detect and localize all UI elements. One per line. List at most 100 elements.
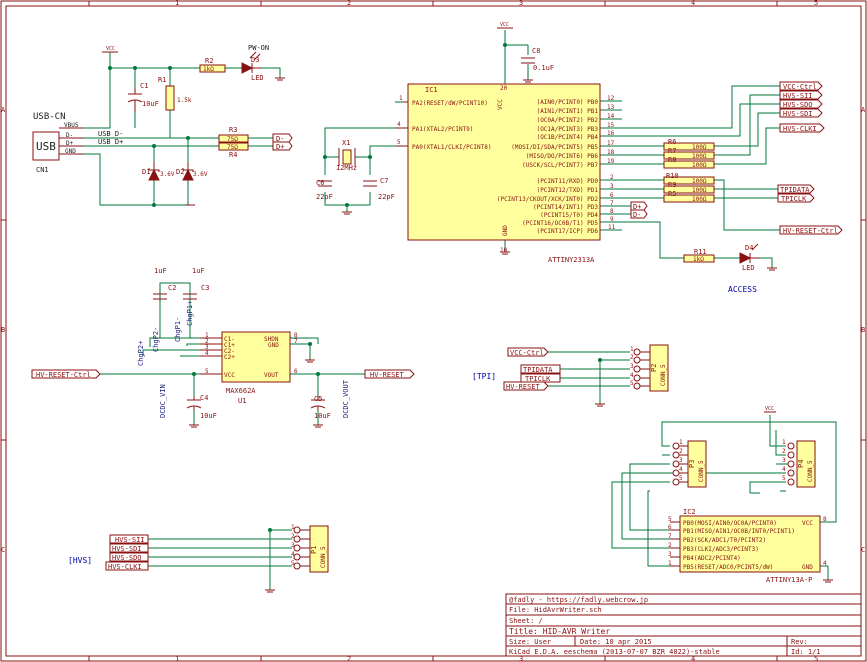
u1-num-3: 3 — [205, 344, 209, 351]
tb-author: @fadly - https://fadly.webcrow.jp — [509, 596, 648, 604]
r5-value: 100Ω — [692, 196, 707, 203]
p1-num-1: 1 — [291, 524, 295, 531]
r8-value: 100Ω — [692, 162, 707, 169]
u1-body — [221, 331, 291, 383]
gl-d-plus: D+ — [276, 143, 284, 151]
d3-ref: D3 — [251, 56, 259, 64]
p4-num-2: 2 — [782, 448, 786, 455]
ic2-num-2: 2 — [668, 542, 672, 549]
ic1-pin-num-4: 4 — [397, 121, 401, 128]
ic1-num-16: 16 — [607, 130, 615, 137]
x1-ref: X1 — [342, 139, 350, 147]
p2-num-1: 1 — [630, 346, 634, 353]
r6-ref: R6 — [668, 138, 676, 146]
ic2-pin-pb5: PB5(RESET/ADC0/PCINT5/dW) — [683, 564, 773, 571]
ic1-pin-pb6: (MISO/DO/PCINT6) PB6 — [526, 153, 599, 160]
ic2-pin-pb4: PB4(ADC2/PCINT4) — [683, 555, 741, 562]
p3-num-5: 5 — [679, 475, 683, 482]
r2-value: 1kΩ — [203, 66, 214, 73]
ic2-num-4: 4 — [823, 560, 827, 567]
ic1-pin-pd0: (PCINT11/RXD) PD0 — [537, 178, 599, 185]
dm-pin: D- — [66, 132, 73, 139]
gl-d-minus: D- — [276, 135, 284, 143]
p2-body — [649, 344, 669, 392]
schematic-text: USB-CN USB CN1 VBUS D- D+ GND USB_D- USB… — [33, 22, 838, 584]
c2-ref: C2 — [168, 284, 176, 292]
p3-value: CONN_5 — [698, 460, 705, 482]
ic1-gnd-num: 10 — [500, 247, 508, 254]
ic1-value: ATTINY2313A — [548, 256, 595, 264]
c3-ref: C3 — [201, 284, 209, 292]
tb-title: Title: HID-AVR Writer — [509, 627, 610, 636]
ic1-gnd-pin: GND — [502, 225, 509, 236]
components — [31, 27, 843, 593]
c2-value: 1uF — [154, 267, 167, 275]
border-col-4b: 4 — [691, 655, 695, 662]
c4-value: 10uF — [200, 412, 217, 420]
border-col-2: 2 — [347, 0, 351, 7]
border-row-b-r: B — [861, 326, 865, 334]
border-col-3: 3 — [519, 0, 523, 7]
u1-value: MAX662A — [226, 387, 256, 395]
p3-num-4: 4 — [679, 466, 683, 473]
r11-ref: R11 — [694, 248, 707, 256]
border-row-c: C — [1, 546, 5, 554]
p2-value: CONN_5 — [660, 364, 667, 386]
ic2-ref: IC2 — [683, 508, 696, 516]
vcc-flag-3: VCC — [765, 406, 774, 412]
net-dcdc-vout: DCDC_VOUT — [342, 379, 350, 418]
ic1-pin-pa1: PA1(XTAL2/PCINT9) — [412, 126, 473, 133]
d2-ref: D2 — [176, 168, 184, 176]
d1-value: 3.6V — [160, 171, 175, 178]
r9-value: 100Ω — [692, 187, 707, 194]
p1-num-5: 5 — [291, 560, 295, 567]
c6-value: 22pF — [316, 193, 333, 201]
c8-value: 0.1uF — [533, 64, 554, 72]
border-col-1b: 1 — [175, 655, 179, 662]
c4-ref: C4 — [200, 394, 208, 402]
tb-date: Date: 10 apr 2015 — [580, 638, 652, 646]
p2-ref: P2 — [650, 364, 658, 372]
p3-num-3: 3 — [679, 457, 683, 464]
r7-value: 100Ω — [692, 153, 707, 160]
ic2-value: ATTINY13A-P — [766, 576, 812, 584]
ic1-pin-pd1: (PCINT12/TXD) PD1 — [537, 187, 599, 194]
gl-hv-reset-1: HV-RESET — [370, 371, 405, 379]
ic1-num-14: 14 — [607, 113, 615, 120]
vcc-flag-1: VCC — [106, 46, 115, 52]
c7-ref: C7 — [380, 177, 388, 185]
ic2-num-7: 7 — [668, 533, 672, 540]
u1-num-2: 2 — [205, 338, 209, 345]
r7-ref: R7 — [668, 147, 676, 155]
ic1-num-8: 8 — [610, 208, 614, 215]
r11-value: 1kΩ — [693, 256, 704, 263]
r1-value: 1.5k — [177, 97, 192, 104]
r8-ref: R8 — [668, 156, 676, 164]
pw-on-label: PW-ON — [248, 44, 269, 52]
border-col-1: 1 — [175, 0, 179, 7]
gl-hv-reset-2: HV-RESET — [506, 383, 541, 391]
gl-hv-reset-ctrl-1: HV-RESET-Ctrl — [783, 227, 838, 235]
u1-ref: U1 — [238, 397, 246, 405]
r4-ref: R4 — [229, 151, 237, 159]
p4-body — [796, 440, 816, 488]
r5-ref: R5 — [668, 190, 676, 198]
border-col-5b: 5 — [814, 655, 818, 662]
r4-value: 75Ω — [227, 144, 238, 151]
border-row-a-r: A — [861, 106, 866, 114]
ic2-pin-pb3: PB3(CLKI/ADC3/PCINT3) — [683, 546, 759, 553]
ic1-pin-pd6: (PCINT17/ICP) PD6 — [537, 228, 599, 235]
gl-hvs-sdi-1: HVS-SDI — [783, 110, 813, 118]
cn1-ref: CN1 — [36, 166, 49, 174]
p4-num-3: 3 — [782, 457, 786, 464]
junctions — [108, 43, 602, 532]
ic2-pin-gnd: GND — [802, 564, 813, 571]
ic1-num-18: 18 — [607, 149, 615, 156]
gl-tpidata-2: TPIDATA — [523, 366, 553, 374]
ic1-pin-pb5: (MOSI/DI/SDA/PCINT5) PB5 — [511, 144, 598, 151]
ic2-pin-pb0: PB0(MOSI/AIN0/OC0A/PCINT0) — [683, 520, 777, 527]
u1-num-7: 7 — [294, 338, 298, 345]
ic2-pin-pb2: PB2(SCK/ADC1/T0/PCINT2) — [683, 537, 766, 544]
ic1-pin-pa0: PA0(XTAL1/CLKI/PCINT8) — [412, 144, 491, 151]
